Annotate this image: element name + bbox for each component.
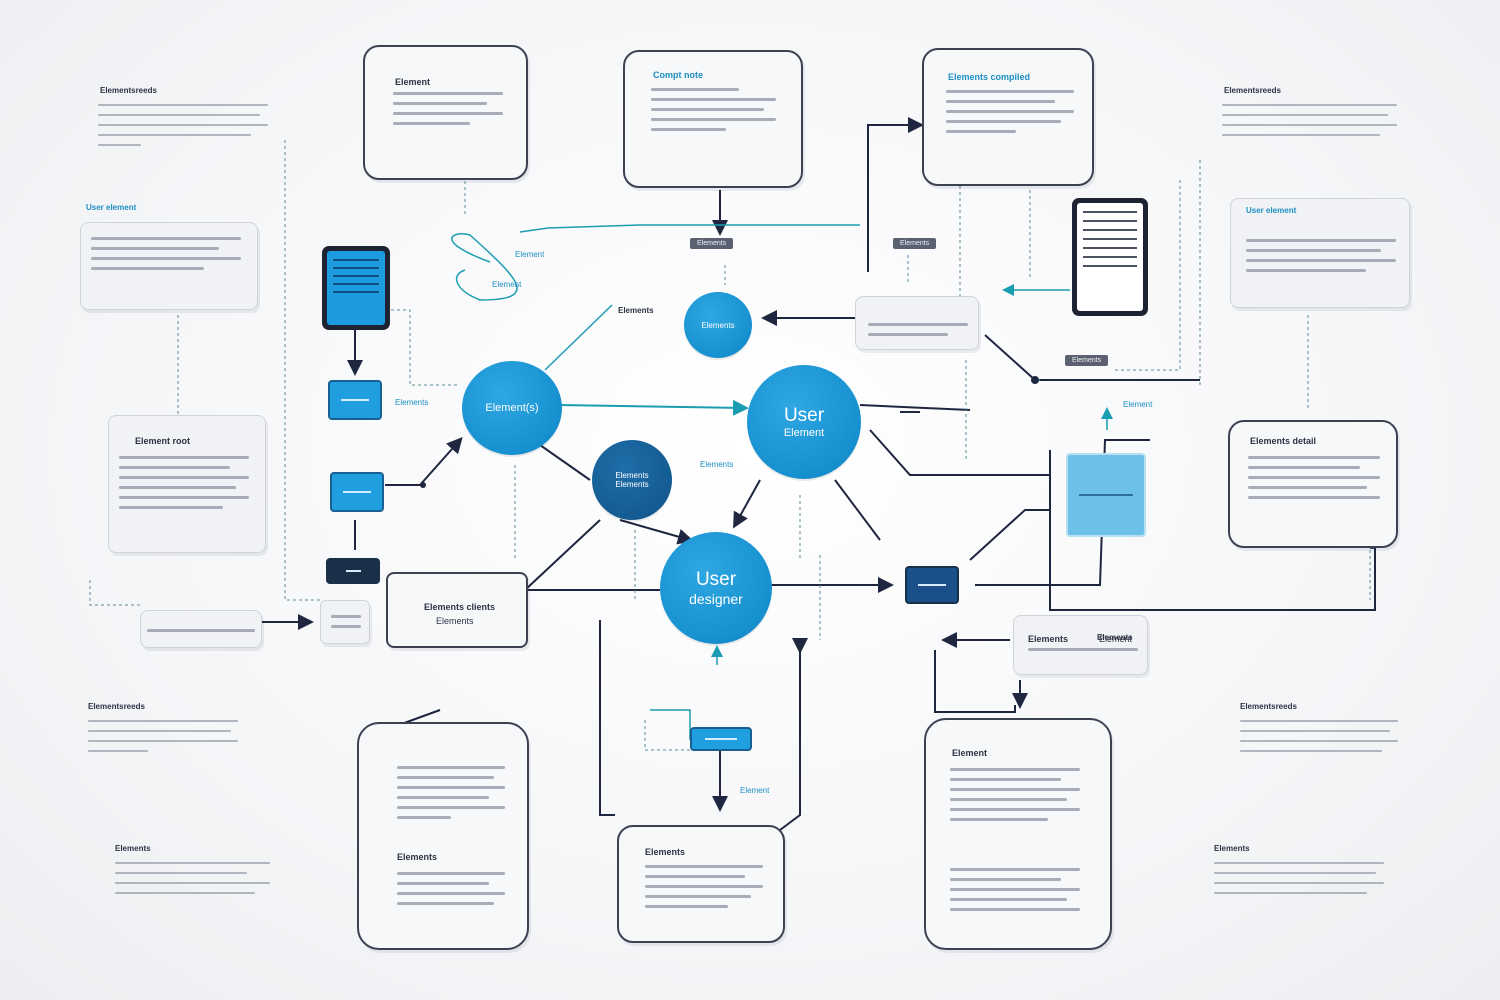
node-label-1: Elements xyxy=(615,471,649,480)
node-left-bubble[interactable]: Element(s) xyxy=(462,361,562,455)
tile-right-panel xyxy=(1066,453,1146,537)
card-body-lines xyxy=(393,92,503,132)
tag-label: Element xyxy=(492,280,522,289)
speech-bubble-icon xyxy=(320,600,370,644)
phone-screen xyxy=(327,251,385,325)
card-title: Element xyxy=(395,77,431,87)
side-heading: Elements xyxy=(115,844,151,853)
card-body-lines xyxy=(1246,239,1396,279)
right-top-card xyxy=(1230,198,1410,308)
card-body-lines xyxy=(119,456,249,516)
card-body-lines xyxy=(950,868,1080,918)
card-body-lines xyxy=(397,766,505,826)
right-mid-card: Elements detail xyxy=(1228,420,1398,548)
tag-label: Elements xyxy=(395,398,429,407)
tile-left-dark xyxy=(326,558,380,584)
side-heading: Elementsreeds xyxy=(1240,702,1297,711)
chip-label[interactable]: Elements xyxy=(690,238,734,249)
right-small-card: Elements Element xyxy=(1013,615,1148,675)
mid-left-card xyxy=(80,222,258,310)
label-card xyxy=(855,296,979,350)
card-title: Elements compiled xyxy=(948,72,1031,82)
bottom-left-note xyxy=(140,610,262,648)
card-body-lines xyxy=(331,615,361,635)
side-heading: User element xyxy=(86,203,137,212)
tag-label: Elements xyxy=(700,460,734,469)
side-heading: User element xyxy=(1246,206,1297,215)
bottom-left-card: Elements xyxy=(357,722,529,950)
node-label-2: Elements xyxy=(615,480,649,489)
tile-left-top xyxy=(328,380,382,420)
side-heading: Elementsreeds xyxy=(1224,86,1281,95)
tag-label: Element xyxy=(740,786,770,795)
card-body-lines xyxy=(91,237,241,277)
tile-bottom-center xyxy=(690,727,752,751)
node-label: Elements xyxy=(701,320,735,330)
center-left-card: Elements clients Elements xyxy=(386,572,528,648)
card-body-lines xyxy=(1028,648,1138,658)
card-body-lines xyxy=(1248,456,1380,506)
side-body-lines xyxy=(88,720,238,760)
card-aside: Element xyxy=(1099,634,1133,644)
top-center-card: Compt note xyxy=(623,50,803,188)
node-user-designer[interactable]: User designer xyxy=(660,532,772,644)
node-label-2: Element xyxy=(783,427,825,439)
node-label-1: User xyxy=(783,405,825,426)
node-user-element[interactable]: User Element xyxy=(747,365,861,479)
card-body-lines xyxy=(950,768,1080,828)
node-small-top[interactable]: Elements xyxy=(684,292,752,358)
card-title: Element xyxy=(952,748,988,758)
card-body-lines xyxy=(946,90,1074,140)
side-body-lines xyxy=(1222,104,1397,144)
card-body-lines xyxy=(397,872,505,912)
side-heading: Elements xyxy=(1214,844,1250,853)
bottom-right-card: Element xyxy=(924,718,1112,950)
card-title: Elements detail xyxy=(1250,436,1317,446)
card-body-lines xyxy=(645,865,763,915)
node-dark-bubble[interactable]: Elements Elements xyxy=(592,440,672,520)
tag-label: Elements xyxy=(618,306,654,315)
phone-right-icon xyxy=(1072,198,1148,316)
side-body-lines xyxy=(115,862,270,902)
root-card: Element root xyxy=(108,415,266,553)
card-body-lines xyxy=(651,88,776,138)
phone-screen xyxy=(1077,203,1143,311)
node-label-2: designer xyxy=(689,591,743,607)
tag-label: Element xyxy=(1123,400,1153,409)
chip-label[interactable]: Elements xyxy=(1065,355,1109,366)
side-heading: Elementsreeds xyxy=(100,86,157,95)
side-body-lines xyxy=(1214,862,1384,902)
chip-label[interactable]: Elements xyxy=(893,238,937,249)
top-left-card: Element xyxy=(363,45,528,180)
card-body-lines xyxy=(868,323,968,343)
phone-left-icon xyxy=(322,246,390,330)
node-label: Element(s) xyxy=(485,402,539,414)
tile-left-mid xyxy=(330,472,384,512)
tag-label: Elements xyxy=(1097,633,1133,642)
bottom-center-card: Elements xyxy=(617,825,785,943)
tag-label: Element xyxy=(515,250,545,259)
node-label-1: User xyxy=(695,569,737,590)
card-line-2: Elements xyxy=(436,616,474,626)
side-body-lines xyxy=(1240,720,1398,760)
top-right-card: Elements compiled xyxy=(922,48,1094,186)
card-body-lines xyxy=(147,629,255,639)
card-line-1: Elements clients xyxy=(424,602,496,612)
tile-right-small xyxy=(905,566,959,604)
card-title: Elements xyxy=(1028,634,1069,644)
card-title: Elements xyxy=(397,852,438,862)
side-body-lines xyxy=(98,104,268,154)
card-title: Compt note xyxy=(653,70,703,80)
card-title: Element root xyxy=(135,436,191,446)
card-title: Elements xyxy=(645,847,686,857)
side-heading: Elementsreeds xyxy=(88,702,145,711)
